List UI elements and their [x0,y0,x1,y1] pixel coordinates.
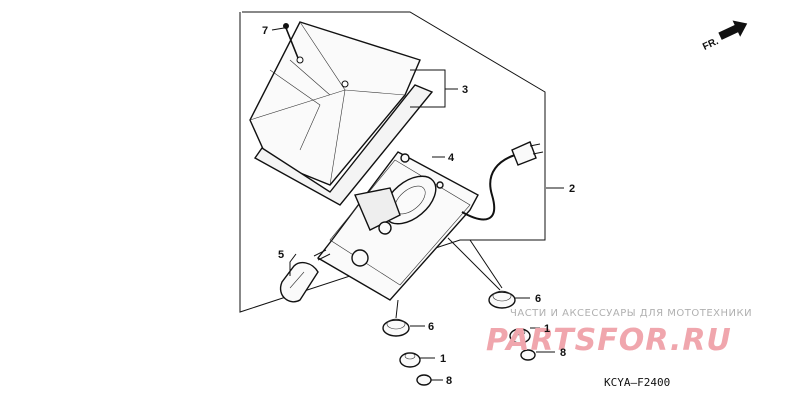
grommet-right [488,290,516,309]
callout-6-left: 6 [428,321,434,333]
callout-2: 2 [569,183,575,195]
callout-1-left: 1 [440,353,446,365]
assembly-outline [239,11,546,313]
callout-4: 4 [448,152,455,164]
collar-left [399,352,421,368]
watermark-tagline: ЧАСТИ И АКСЕССУАРЫ ДЛЯ МОТОТЕХНИКИ [510,308,752,319]
drawing-code: KCYA—F2400 [604,376,670,389]
callout-6-right: 6 [535,293,541,305]
front-direction-arrow: FR. [701,20,748,53]
nut-right [520,349,536,361]
lens-screw [283,23,349,88]
wire-harness [461,141,544,221]
tail-light-base [316,151,479,301]
watermark: ЧАСТИ И АКСЕССУАРЫ ДЛЯ МОТОТЕХНИКИ PARTS… [486,308,752,358]
bulb [279,249,331,303]
watermark-logo: PARTSFOR.RU [486,323,732,358]
callout-7: 7 [262,25,268,37]
front-direction-label: FR. [701,36,720,53]
arrow-right-icon [718,20,748,40]
grommet-left [382,318,410,337]
tail-light-lens [249,21,434,206]
callout-labels: 7 3 4 2 5 6 6 1 1 8 8 [262,25,575,387]
callout-8-left: 8 [446,375,452,387]
nut-left [416,374,432,386]
leader-lines [271,27,564,381]
callout-1-right: 1 [544,323,550,335]
collar-right [509,328,531,344]
callout-3: 3 [462,84,468,96]
callout-5: 5 [278,249,284,261]
callout-8-right: 8 [560,347,566,359]
